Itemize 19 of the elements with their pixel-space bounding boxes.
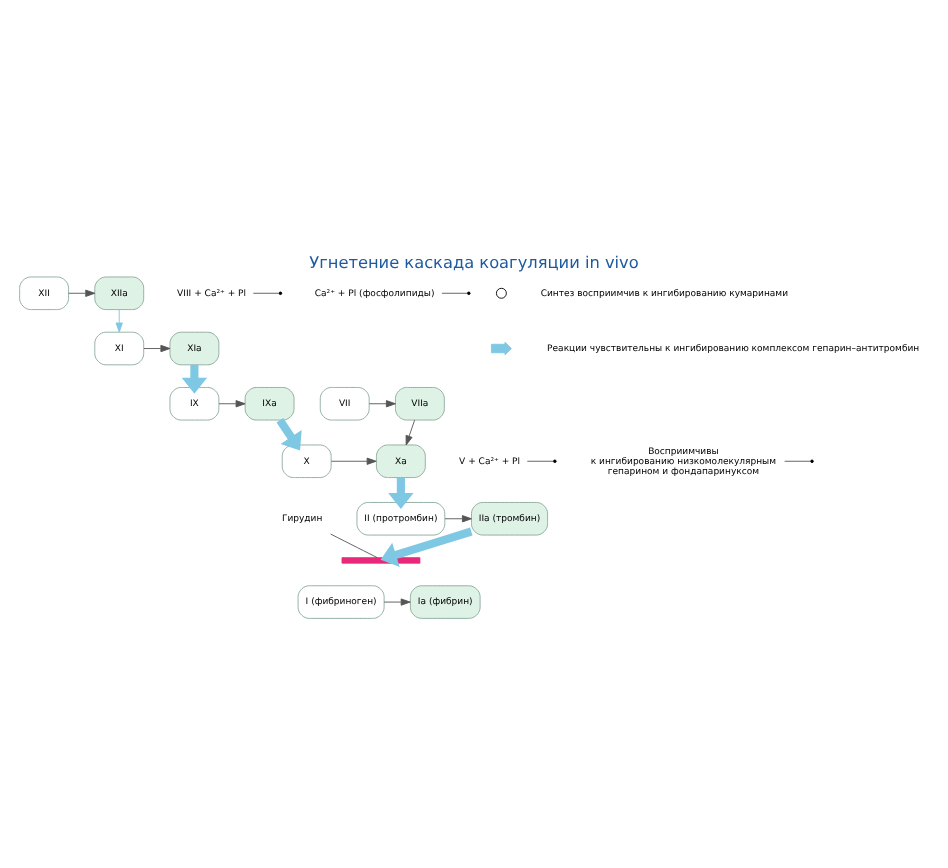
connector	[330, 532, 378, 558]
arrow	[368, 399, 396, 407]
node-bar	[341, 556, 421, 563]
arrow	[405, 418, 416, 445]
arrow	[330, 456, 377, 464]
arrow	[444, 514, 472, 522]
arrow	[383, 597, 411, 605]
arrow	[115, 308, 123, 332]
arrow	[276, 416, 302, 450]
arrow	[143, 343, 171, 352]
arrow	[68, 288, 96, 296]
diagram-title: Угнетение каскада коагуляции in vivo	[309, 251, 639, 272]
connector	[252, 291, 280, 293]
arrow	[218, 399, 246, 407]
arrow	[380, 526, 473, 566]
connector	[784, 459, 811, 461]
connector	[526, 459, 554, 461]
arrow	[388, 476, 414, 508]
connector	[441, 291, 468, 293]
